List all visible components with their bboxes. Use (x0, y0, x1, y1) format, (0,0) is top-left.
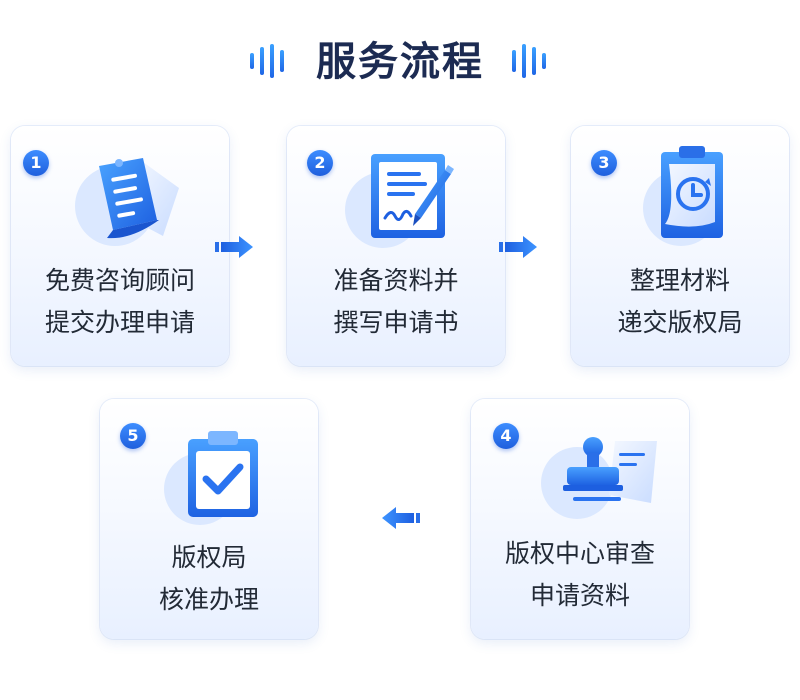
title-area: 服务流程 (0, 34, 800, 90)
step-label-line2: 申请资料 (529, 581, 630, 610)
step-badge: 2 (307, 150, 333, 176)
right-arrow-icon (215, 236, 253, 258)
title-bars-right-icon (512, 44, 552, 78)
title-bars-left-icon (250, 44, 290, 78)
step-label-line1: 版权中心审查 (504, 539, 655, 568)
left-arrow-icon (382, 507, 420, 529)
step-card-5: 5 版权局 核准办理 (100, 399, 318, 639)
document-icon (75, 158, 179, 246)
clipboard-check-icon (164, 431, 258, 525)
step-card-3: 3 整理材料 递交版权局 (571, 126, 789, 366)
right-arrow-icon (499, 236, 537, 258)
page-title: 服务流程 (316, 39, 484, 85)
step-badge: 3 (591, 150, 617, 176)
step-card-2: 2 准备资料并 撰写申请书 (287, 126, 505, 366)
step-label-line1: 整理材料 (629, 266, 730, 295)
step-card-1: 1 免费咨询顾问 提交办理申请 (11, 126, 229, 366)
step-label-line2: 递交版权局 (617, 308, 743, 337)
step-label-line1: 准备资料并 (333, 266, 459, 295)
step-label-line1: 免费咨询顾问 (44, 266, 195, 295)
stamp-icon (541, 437, 657, 519)
step-badge: 4 (493, 423, 519, 449)
step-card-4: 4 版权中心审查 申请资料 (471, 399, 689, 639)
step-label-line2: 撰写申请书 (333, 308, 459, 337)
step-label-line1: 版权局 (171, 543, 247, 572)
step-badge: 5 (120, 423, 146, 449)
step-badge: 1 (23, 150, 49, 176)
step-label-line2: 提交办理申请 (44, 308, 195, 337)
pen-writing-icon (345, 154, 454, 248)
clipboard-clock-icon (643, 146, 723, 246)
step-label-line2: 核准办理 (158, 585, 259, 614)
